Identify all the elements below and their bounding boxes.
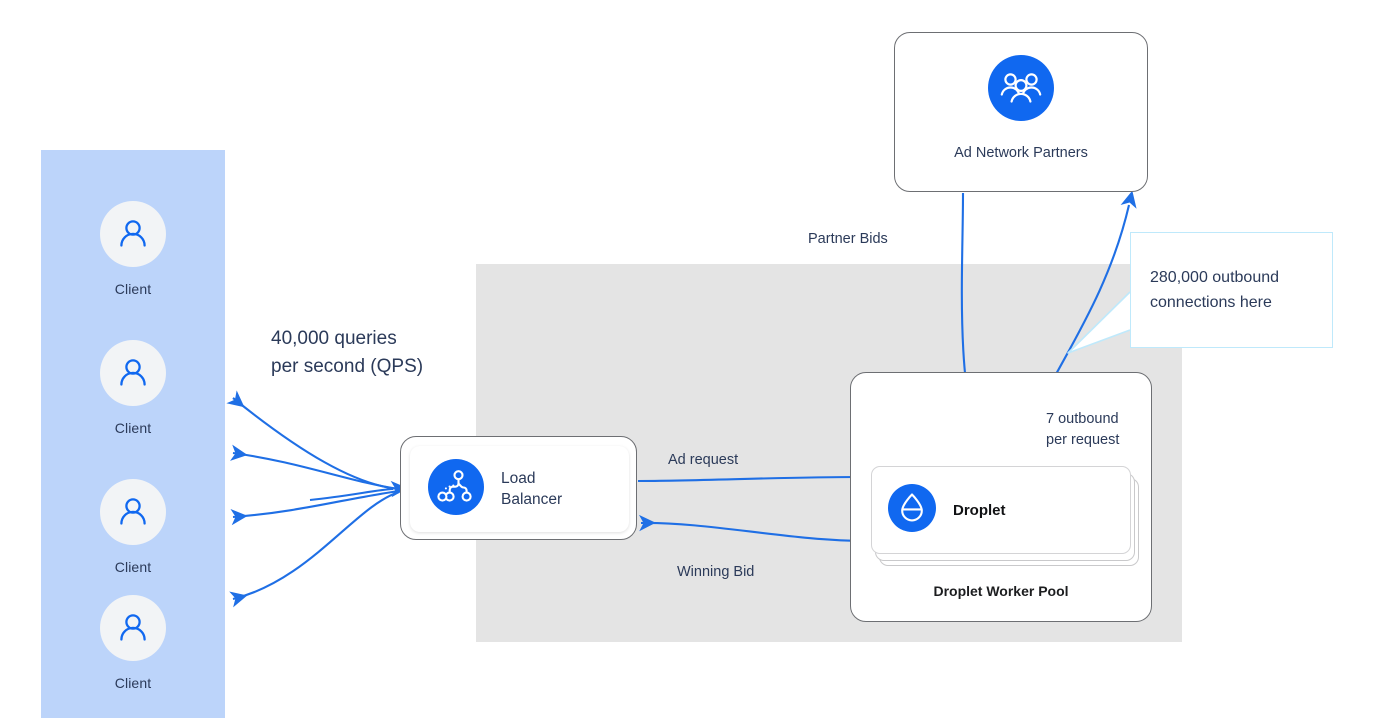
droplet-card[interactable]: Droplet bbox=[871, 466, 1131, 554]
label-ad-request: Ad request bbox=[668, 452, 739, 468]
node-droplet-worker-pool[interactable]: Droplet Droplet Worker Pool bbox=[850, 372, 1152, 622]
user-icon bbox=[120, 220, 146, 247]
client-item-1[interactable]: Client bbox=[41, 201, 225, 297]
droplet-label: Droplet bbox=[953, 501, 1006, 519]
client-item-4[interactable]: Client bbox=[41, 595, 225, 691]
client-label: Client bbox=[114, 281, 152, 297]
user-icon bbox=[120, 614, 146, 641]
load-balancer-label: Load Balancer bbox=[501, 468, 562, 510]
avatar bbox=[100, 340, 166, 406]
label-partner-bids: Partner Bids bbox=[808, 231, 888, 247]
edge-lb-to-client-4 bbox=[229, 490, 400, 608]
ad-network-partners-label: Ad Network Partners bbox=[954, 145, 1088, 161]
edge-lb-to-client-3 bbox=[230, 489, 400, 526]
user-icon bbox=[120, 359, 146, 386]
edge-lb-to-client-1 bbox=[226, 390, 400, 491]
avatar bbox=[100, 201, 166, 267]
label-outbound-per-request: 7 outbound per request bbox=[1046, 411, 1120, 448]
avatar bbox=[100, 479, 166, 545]
load-balancer-icon bbox=[428, 458, 484, 520]
droplet-icon bbox=[888, 483, 936, 537]
droplet-stack[interactable]: Droplet bbox=[871, 466, 1139, 568]
user-icon bbox=[120, 498, 146, 525]
client-panel: Client Client Client bbox=[41, 150, 225, 718]
edge-clients-to-lb bbox=[309, 480, 408, 502]
client-label: Client bbox=[114, 675, 152, 691]
droplet-worker-pool-label: Droplet Worker Pool bbox=[933, 583, 1069, 599]
client-label: Client bbox=[114, 420, 152, 436]
node-load-balancer[interactable]: Load Balancer bbox=[400, 436, 637, 540]
edge-lb-to-client-2 bbox=[230, 444, 400, 491]
label-winning-bid: Winning Bid bbox=[677, 564, 755, 580]
avatar bbox=[100, 595, 166, 661]
client-item-2[interactable]: Client bbox=[41, 340, 225, 436]
group-people-icon bbox=[988, 55, 1054, 126]
callout-outbound-connections: 280,000 outbound connections here bbox=[1130, 232, 1333, 348]
load-balancer-label-line1: Load bbox=[501, 470, 536, 487]
label-qps: 40,000 queries per second (QPS) bbox=[271, 328, 424, 377]
load-balancer-label-line2: Balancer bbox=[501, 491, 563, 508]
client-label: Client bbox=[114, 559, 152, 575]
load-balancer-card: Load Balancer bbox=[410, 446, 629, 532]
client-item-3[interactable]: Client bbox=[41, 479, 225, 575]
node-ad-network-partners[interactable]: Ad Network Partners bbox=[894, 32, 1148, 192]
callout-text: 280,000 outbound connections here bbox=[1150, 269, 1280, 311]
